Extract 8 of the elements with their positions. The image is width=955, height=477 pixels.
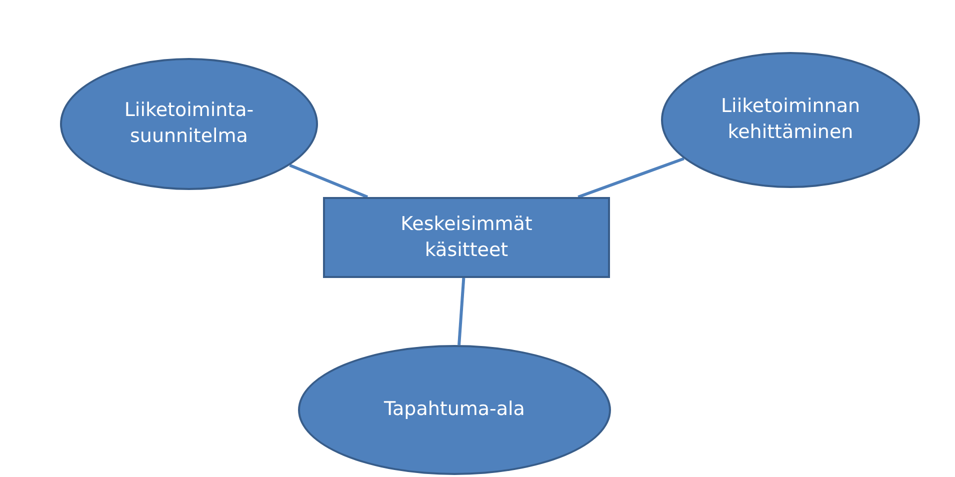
node-label: Liiketoiminta-suunnitelma [123, 98, 255, 149]
node-label: Tapahtuma-ala [384, 397, 525, 422]
connector-line [289, 164, 368, 198]
node-label: Liiketoiminnan kehittäminen [720, 94, 862, 145]
node-label: Keskeisimmät käsitteet [400, 212, 534, 262]
concept-box [323, 197, 610, 278]
connector-line [458, 278, 466, 346]
connector-line [578, 157, 684, 198]
